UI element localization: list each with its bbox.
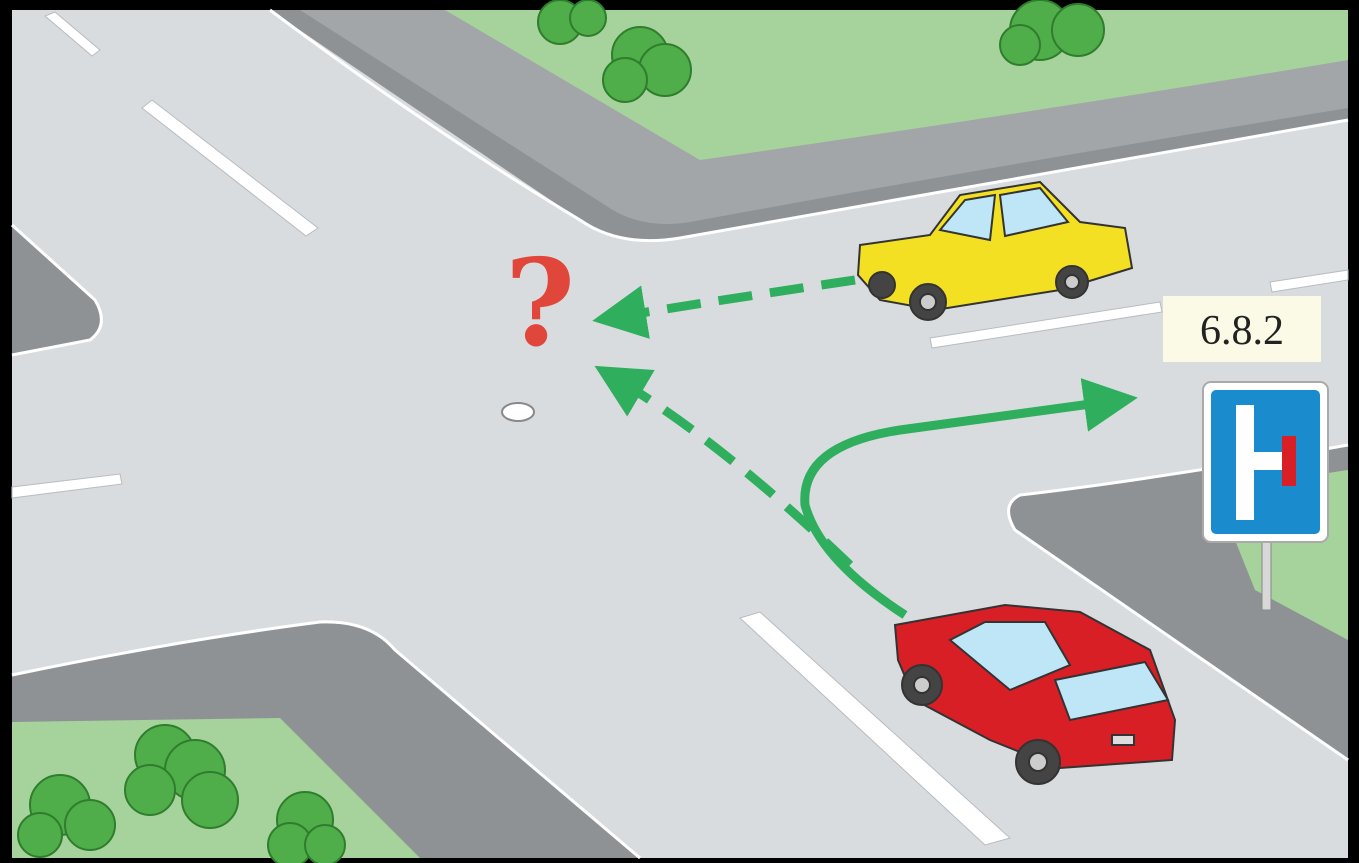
sign-pole — [1262, 535, 1271, 610]
question-mark: ? — [505, 233, 575, 374]
sign-label: 6.8.2 — [1200, 308, 1284, 354]
manhole-cover — [502, 403, 534, 421]
